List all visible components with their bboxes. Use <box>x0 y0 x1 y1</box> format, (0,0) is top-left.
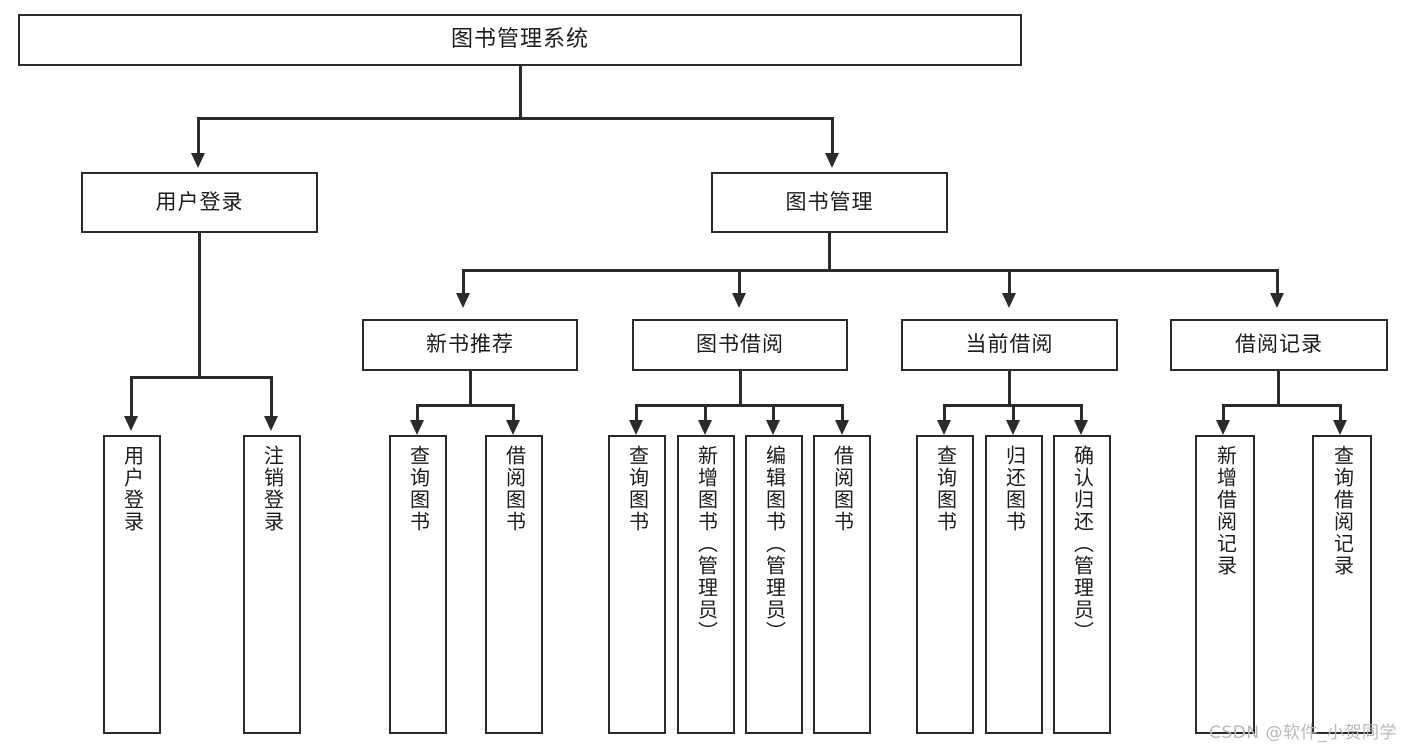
connector-bb-to-leaf-3 <box>841 404 844 422</box>
connector-bm-to-borrow-record <box>1276 269 1279 295</box>
leaf-new-book-rec-0[interactable]: 查询图书 <box>389 435 447 734</box>
arrow-bm-to-new-book-rec <box>456 293 470 308</box>
leaf-label: 查询借阅记录 <box>1330 445 1355 577</box>
leaf-book-borrow-1[interactable]: 新增图书（管理员） <box>677 435 735 734</box>
connector-root-stem <box>519 66 522 119</box>
connector-bb-bus <box>635 404 843 407</box>
leaf-label: 借阅图书 <box>830 445 855 533</box>
node-book-borrowing[interactable]: 图书借阅 <box>632 319 848 371</box>
arrow-root-to-user-login <box>191 153 205 168</box>
leaf-label: 确认归还（管理员） <box>1070 445 1095 643</box>
connector-bb-to-leaf-0 <box>635 404 638 422</box>
leaf-current-borrow-2[interactable]: 确认归还（管理员） <box>1053 435 1111 734</box>
leaf-user-login-0[interactable]: 用户登录 <box>103 435 161 734</box>
arrow-cb-to-leaf-2 <box>1074 420 1088 435</box>
leaf-label: 用户登录 <box>120 445 145 533</box>
connector-book-management-stem <box>828 233 831 271</box>
leaf-current-borrow-0[interactable]: 查询图书 <box>916 435 974 734</box>
connector-root-to-book-management <box>831 117 834 155</box>
connector-user-login-bus <box>130 376 272 379</box>
leaf-label: 查询图书 <box>625 445 650 533</box>
connector-bb-to-leaf-1 <box>704 404 707 422</box>
leaf-borrow-record-1[interactable]: 查询借阅记录 <box>1312 435 1372 734</box>
leaf-label: 编辑图书（管理员） <box>762 445 787 643</box>
leaf-label: 查询图书 <box>406 445 431 533</box>
connector-nbr-to-leaf-1 <box>512 404 515 422</box>
connector-bb-to-leaf-2 <box>772 404 775 422</box>
arrow-bb-to-leaf-1 <box>698 420 712 435</box>
node-user-login[interactable]: 用户登录 <box>81 172 318 233</box>
leaf-current-borrow-1[interactable]: 归还图书 <box>985 435 1043 734</box>
connector-bb-stem <box>739 371 742 406</box>
leaf-label: 新增图书（管理员） <box>694 445 719 643</box>
node-root-book-management-system[interactable]: 图书管理系统 <box>18 14 1022 66</box>
connector-user-login-to-leaf-1 <box>270 376 273 418</box>
node-new-book-recommendation[interactable]: 新书推荐 <box>362 319 578 371</box>
leaf-borrow-record-0[interactable]: 新增借阅记录 <box>1195 435 1255 734</box>
connector-nbr-to-leaf-0 <box>416 404 419 422</box>
arrow-bm-to-book-borrow <box>732 293 746 308</box>
connector-br-bus <box>1222 404 1341 407</box>
leaf-book-borrow-3[interactable]: 借阅图书 <box>813 435 871 734</box>
arrow-user-login-to-leaf-0 <box>124 416 138 431</box>
leaf-label: 注销登录 <box>260 445 285 533</box>
connector-bm-to-current-borrow <box>1008 269 1011 295</box>
leaf-book-borrow-2[interactable]: 编辑图书（管理员） <box>745 435 803 734</box>
connector-br-to-leaf-0 <box>1222 404 1225 422</box>
arrow-bm-to-current-borrow <box>1002 293 1016 308</box>
arrow-cb-to-leaf-0 <box>937 420 951 435</box>
arrow-br-to-leaf-1 <box>1333 420 1347 435</box>
arrow-nbr-to-leaf-0 <box>410 420 424 435</box>
connector-user-login-stem <box>198 233 201 378</box>
node-current-borrowing[interactable]: 当前借阅 <box>901 319 1118 371</box>
connector-nbr-bus <box>416 404 514 407</box>
connector-user-login-to-leaf-0 <box>130 376 133 418</box>
connector-cb-to-leaf-2 <box>1080 404 1083 422</box>
arrow-bb-to-leaf-0 <box>629 420 643 435</box>
connector-bm-to-book-borrow <box>738 269 741 295</box>
connector-bm-to-new-book-rec <box>462 269 465 295</box>
leaf-label: 归还图书 <box>1002 445 1027 533</box>
leaf-label: 借阅图书 <box>502 445 527 533</box>
connector-cb-to-leaf-1 <box>1012 404 1015 422</box>
leaf-label: 新增借阅记录 <box>1213 445 1238 577</box>
node-label: 图书管理系统 <box>450 26 589 52</box>
connector-root-to-user-login <box>197 117 200 155</box>
arrow-bb-to-leaf-2 <box>766 420 780 435</box>
connector-cb-stem <box>1008 371 1011 406</box>
arrow-br-to-leaf-0 <box>1216 420 1230 435</box>
node-book-management[interactable]: 图书管理 <box>711 172 948 233</box>
leaf-user-login-1[interactable]: 注销登录 <box>243 435 301 734</box>
node-label: 借阅记录 <box>1235 332 1323 357</box>
connector-br-to-leaf-1 <box>1339 404 1342 422</box>
node-label: 新书推荐 <box>426 332 514 357</box>
arrow-bm-to-borrow-record <box>1270 293 1284 308</box>
node-label: 用户登录 <box>155 189 244 214</box>
node-label: 图书借阅 <box>696 332 784 357</box>
connector-nbr-stem <box>469 371 472 406</box>
arrow-bb-to-leaf-3 <box>835 420 849 435</box>
connector-br-stem <box>1277 371 1280 406</box>
node-label: 当前借阅 <box>965 332 1054 357</box>
leaf-new-book-rec-1[interactable]: 借阅图书 <box>485 435 543 734</box>
arrow-root-to-book-management <box>825 153 839 168</box>
connector-cb-to-leaf-0 <box>943 404 946 422</box>
arrow-nbr-to-leaf-1 <box>506 420 520 435</box>
connector-root-bus <box>197 117 834 120</box>
arrow-cb-to-leaf-1 <box>1006 420 1020 435</box>
node-label: 图书管理 <box>785 189 874 214</box>
node-borrow-record[interactable]: 借阅记录 <box>1170 319 1388 371</box>
watermark: CSDN @软件_小贺同学 <box>1209 723 1397 743</box>
connector-book-management-bus <box>462 269 1278 272</box>
arrow-user-login-to-leaf-1 <box>264 416 278 431</box>
leaf-label: 查询图书 <box>933 445 958 533</box>
leaf-book-borrow-0[interactable]: 查询图书 <box>608 435 666 734</box>
